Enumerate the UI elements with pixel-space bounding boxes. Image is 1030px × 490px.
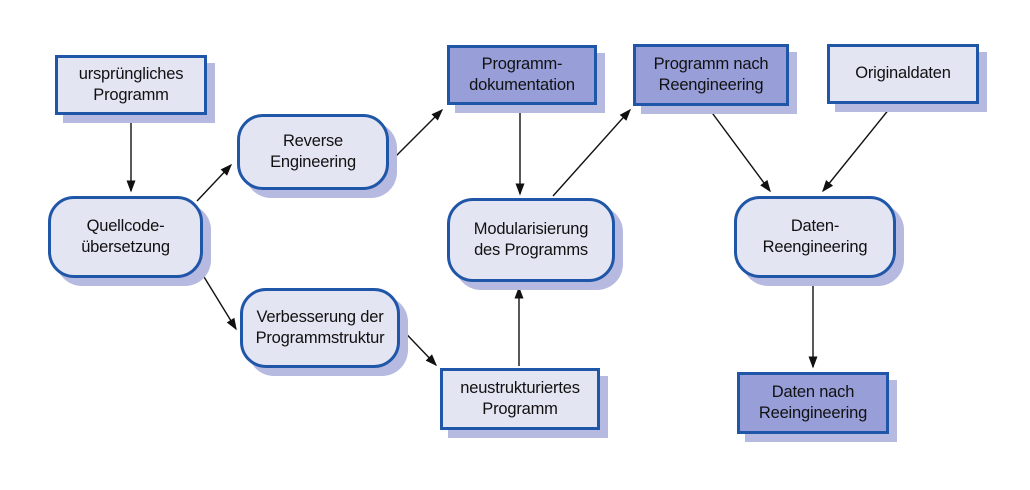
node-quellcode-uebersetzung: Quellcode- übersetzung xyxy=(48,196,203,278)
edge-originaldaten-to-daten-reengineering xyxy=(822,107,891,193)
node-daten-reengineering: Daten- Reengineering xyxy=(734,196,896,278)
node-originaldaten: Originaldaten xyxy=(827,44,979,104)
edge-programm-nach-reengineering-to-daten-reengineering xyxy=(709,109,771,193)
edge-verbesserung-to-neustrukturiertes-programm xyxy=(392,319,438,367)
node-programm-nach-reengineering: Programm nach Reengineering xyxy=(633,44,789,106)
edge-quellcode-uebersetzung-to-verbesserung xyxy=(200,271,237,331)
node-neustrukturiertes-programm: neustrukturiertes Programm xyxy=(440,368,600,430)
node-reverse-engineering: Reverse Engineering xyxy=(237,114,389,190)
edge-modularisierung-to-programm-nach-reengineering xyxy=(552,108,632,197)
node-daten-nach-reeingineering: Daten nach Reeingineering xyxy=(737,372,889,434)
node-verbesserung-der-programmstruktur: Verbesserung der Programmstruktur xyxy=(240,288,400,368)
edge-reverse-engineering-to-programm-dokumentation xyxy=(391,108,444,161)
edge-quellcode-uebersetzung-to-reverse-engineering xyxy=(196,163,233,202)
node-programm-dokumentation: Programm- dokumentation xyxy=(447,45,597,105)
node-ursprungliches-programm: ursprüngliches Programm xyxy=(55,55,207,115)
node-modularisierung-des-programms: Modularisierung des Programms xyxy=(447,198,615,282)
